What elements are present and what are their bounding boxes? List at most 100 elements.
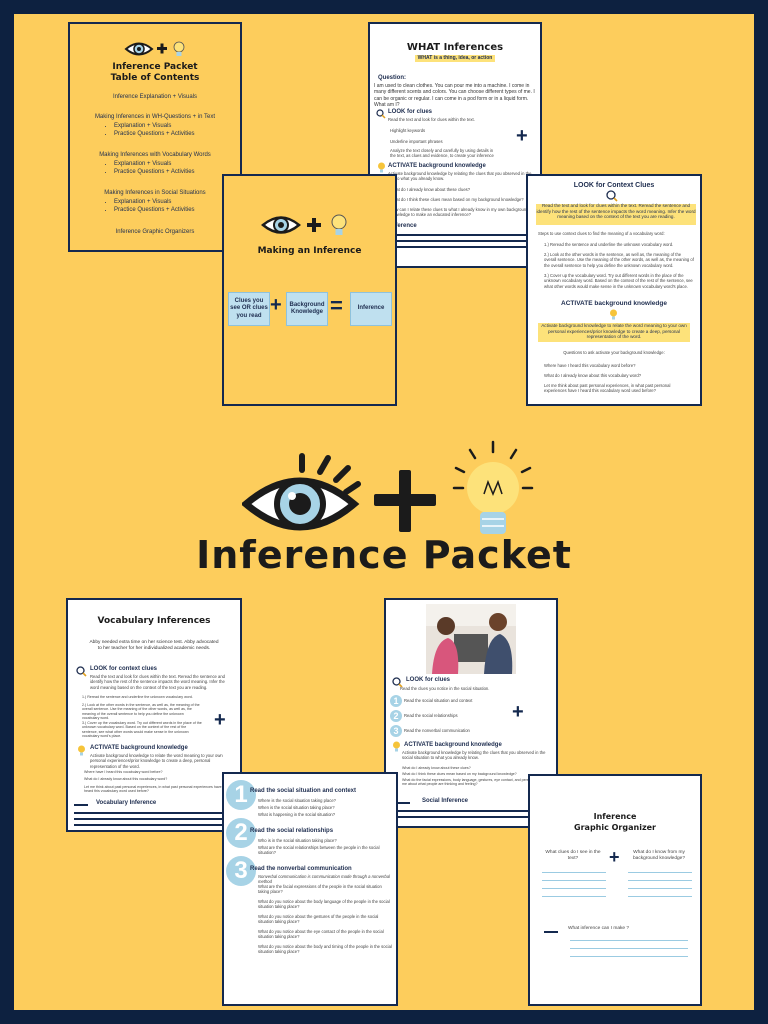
magnifier-icon: [376, 109, 386, 119]
activate-question: What do I already know about these clues…: [402, 766, 471, 770]
context-title: LOOK for Context Clues: [573, 182, 655, 189]
activate-question: Let me think about past personal experie…: [84, 785, 224, 794]
divider: [376, 234, 536, 236]
graphic-organizer-card: Inference Graphic Organizer What clues d…: [528, 774, 702, 1006]
photo-image: [426, 604, 516, 674]
look-text: Read the text and look for clues within …: [90, 674, 226, 690]
main-title: Inference Packet: [196, 533, 572, 577]
lightbulb-icon: [378, 162, 385, 173]
what-title: WHAT Inferences: [406, 42, 504, 53]
divider: [376, 240, 536, 242]
plus-icon: [374, 470, 436, 532]
look-heading: LOOK for clues: [388, 109, 433, 115]
what-inferences-card: WHAT Inferences WHAT is a thing, idea, o…: [368, 22, 542, 268]
eye-plus-bulb-icon: [261, 214, 347, 235]
activate-question: Where have I heard this vocabulary word …: [544, 363, 636, 368]
what-footer-label: Inference: [390, 223, 417, 229]
step: Highlight keywords: [390, 128, 426, 133]
step-question: What do you notice about the body and ti…: [258, 944, 392, 955]
step-heading: Read the nonverbal communication: [250, 866, 352, 872]
context-clues-card: LOOK for Context Clues Read the text and…: [526, 174, 702, 406]
lightbulb-icon: [452, 440, 534, 534]
step-subtitle: Nonverbal communication is communication…: [258, 874, 390, 885]
step-question: What do you notice about the eye contact…: [258, 929, 384, 940]
social-steps-card: 1 Read the social situation and context …: [222, 772, 398, 1006]
activate-question: What do I already know about this vocabu…: [544, 373, 642, 378]
activate-question: What do I think these clues mean based o…: [390, 197, 524, 202]
activate-heading: ACTIVATE background knowledge: [90, 745, 188, 751]
look-text: Read the clues you notice in the social …: [400, 686, 490, 691]
activate-question: What do I already know about this vocabu…: [84, 777, 168, 781]
toc-subitem: Explanation + Visuals: [114, 123, 232, 131]
lightbulb-icon: [78, 745, 85, 756]
step-number-3: 3: [226, 856, 256, 886]
toc-item: Making Inferences in Social Situations: [104, 190, 206, 196]
magnifier-icon: [606, 190, 618, 202]
lightbulb-icon: [393, 741, 400, 752]
writing-line: [542, 880, 606, 881]
step-number-3: 3: [390, 725, 402, 737]
look-heading: LOOK for clues: [406, 677, 451, 683]
divider: [544, 931, 558, 933]
activate-heading: ACTIVATE background knowledge: [404, 742, 502, 748]
clues-box: Clues you see OR clues you read: [228, 292, 270, 326]
step-question: What are the facial expressions of the p…: [258, 884, 382, 895]
plus-icon: +: [270, 294, 282, 316]
plus-icon: +: [214, 709, 226, 731]
look-heading: LOOK for context clues: [90, 666, 158, 672]
divider: [74, 824, 236, 826]
writing-line: [628, 872, 692, 873]
step-question: What do you notice about the body langua…: [258, 899, 390, 910]
vocab-title: Vocabulary Inferences: [97, 616, 211, 626]
plus-icon: +: [609, 847, 620, 867]
toc-item: Making Inferences in WH-Questions + in T…: [94, 114, 216, 120]
step-question: Who is in the social situation taking pl…: [258, 838, 337, 843]
divider: [376, 246, 536, 248]
toc-item: Inference Explanation + Visuals: [112, 94, 198, 100]
step-number-2: 2: [390, 710, 402, 722]
clue: Read the nonverbal communication: [404, 728, 470, 733]
lightbulb-icon: [610, 309, 617, 320]
highlight: [415, 55, 495, 62]
divider: [396, 802, 410, 804]
toc-card: Inference Packet Table of Contents Infer…: [68, 22, 242, 252]
toc-item: Making Inferences with Vocabulary Words: [99, 152, 211, 158]
step-number-1: 1: [226, 780, 256, 810]
step-question: What are the social relationships betwee…: [258, 845, 380, 856]
toc-subitem: Practice Questions + Activities: [114, 169, 232, 177]
writing-line: [570, 940, 688, 941]
activate-heading: ACTIVATE background knowledge: [388, 163, 486, 169]
making-title: Making an Inference: [257, 246, 362, 256]
context-step: 1.) Reread the sentence and underline th…: [544, 242, 674, 247]
step-question: When is the social situation taking plac…: [258, 805, 335, 810]
divider: [396, 816, 552, 818]
question-text: I am used to clean clothes. You can pour…: [374, 83, 535, 108]
activate-question: What do I already know about these clues…: [390, 187, 471, 192]
eye-icon: [242, 453, 361, 531]
divider: [74, 818, 236, 820]
toc-subitem: Practice Questions + Activities: [114, 207, 232, 215]
vocab-footer-label: Vocabulary Inference: [96, 800, 157, 806]
step-question: What do you notice about the gestures of…: [258, 914, 379, 925]
step: Analyze the text closely and carefully b…: [390, 148, 494, 159]
steps-title: Steps to use context clues to find the m…: [538, 231, 665, 236]
activate-question: Where have I heard this vocabulary word …: [84, 770, 163, 774]
activate-text: Activate background knowledge to relate …: [90, 753, 223, 769]
organizer-title-line1: Inference: [593, 812, 637, 821]
writing-line: [542, 888, 606, 889]
highlight: [538, 323, 690, 342]
toc-subitem: Explanation + Visuals: [114, 161, 232, 169]
divider: [74, 812, 236, 814]
vocab-step: 1.) Reread the sentence and underline th…: [82, 695, 193, 699]
magnifier-icon: [392, 677, 403, 688]
writing-line: [542, 872, 606, 873]
writing-line: [570, 948, 688, 949]
eye-plus-bulb-icon: [124, 41, 185, 56]
toc-subitem: Practice Questions + Activities: [114, 131, 232, 139]
context-intro: Read the text and look for clues within …: [536, 203, 696, 220]
writing-line: [628, 888, 692, 889]
step-heading: Read the social relationships: [250, 828, 334, 834]
step-number-1: 1: [390, 695, 402, 707]
divider: [396, 810, 552, 812]
divider: [74, 804, 88, 806]
